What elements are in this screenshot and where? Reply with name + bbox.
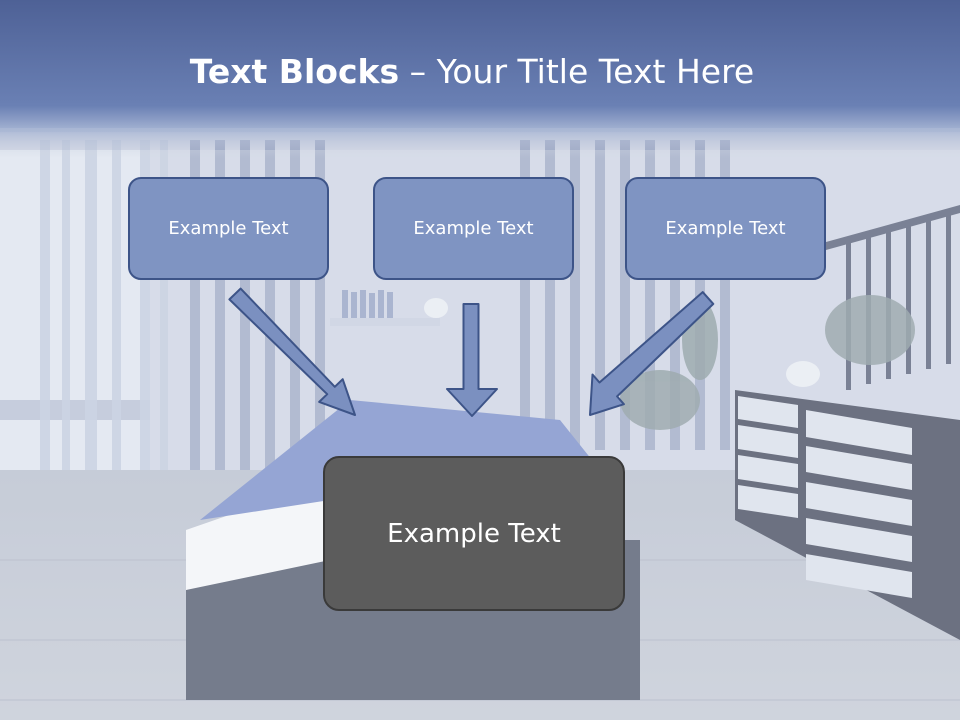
text-block-1-label: Example Text (168, 218, 289, 239)
text-block-2: Example Text (373, 177, 574, 280)
slide-title: Text Blocks – Your Title Text Here (0, 52, 944, 91)
text-block-bottom: Example Text (323, 456, 625, 611)
text-block-1: Example Text (128, 177, 329, 280)
text-block-3-label: Example Text (665, 218, 786, 239)
arrow-center-down (446, 303, 498, 417)
arrow-left-diagonal (228, 287, 356, 416)
text-block-3: Example Text (625, 177, 826, 280)
title-bold-text: Text Blocks (189, 52, 400, 91)
text-block-bottom-label: Example Text (387, 518, 561, 549)
text-block-2-label: Example Text (413, 218, 534, 239)
title-rest-text: – Your Title Text Here (409, 52, 755, 91)
arrow-right-diagonal (589, 291, 715, 416)
